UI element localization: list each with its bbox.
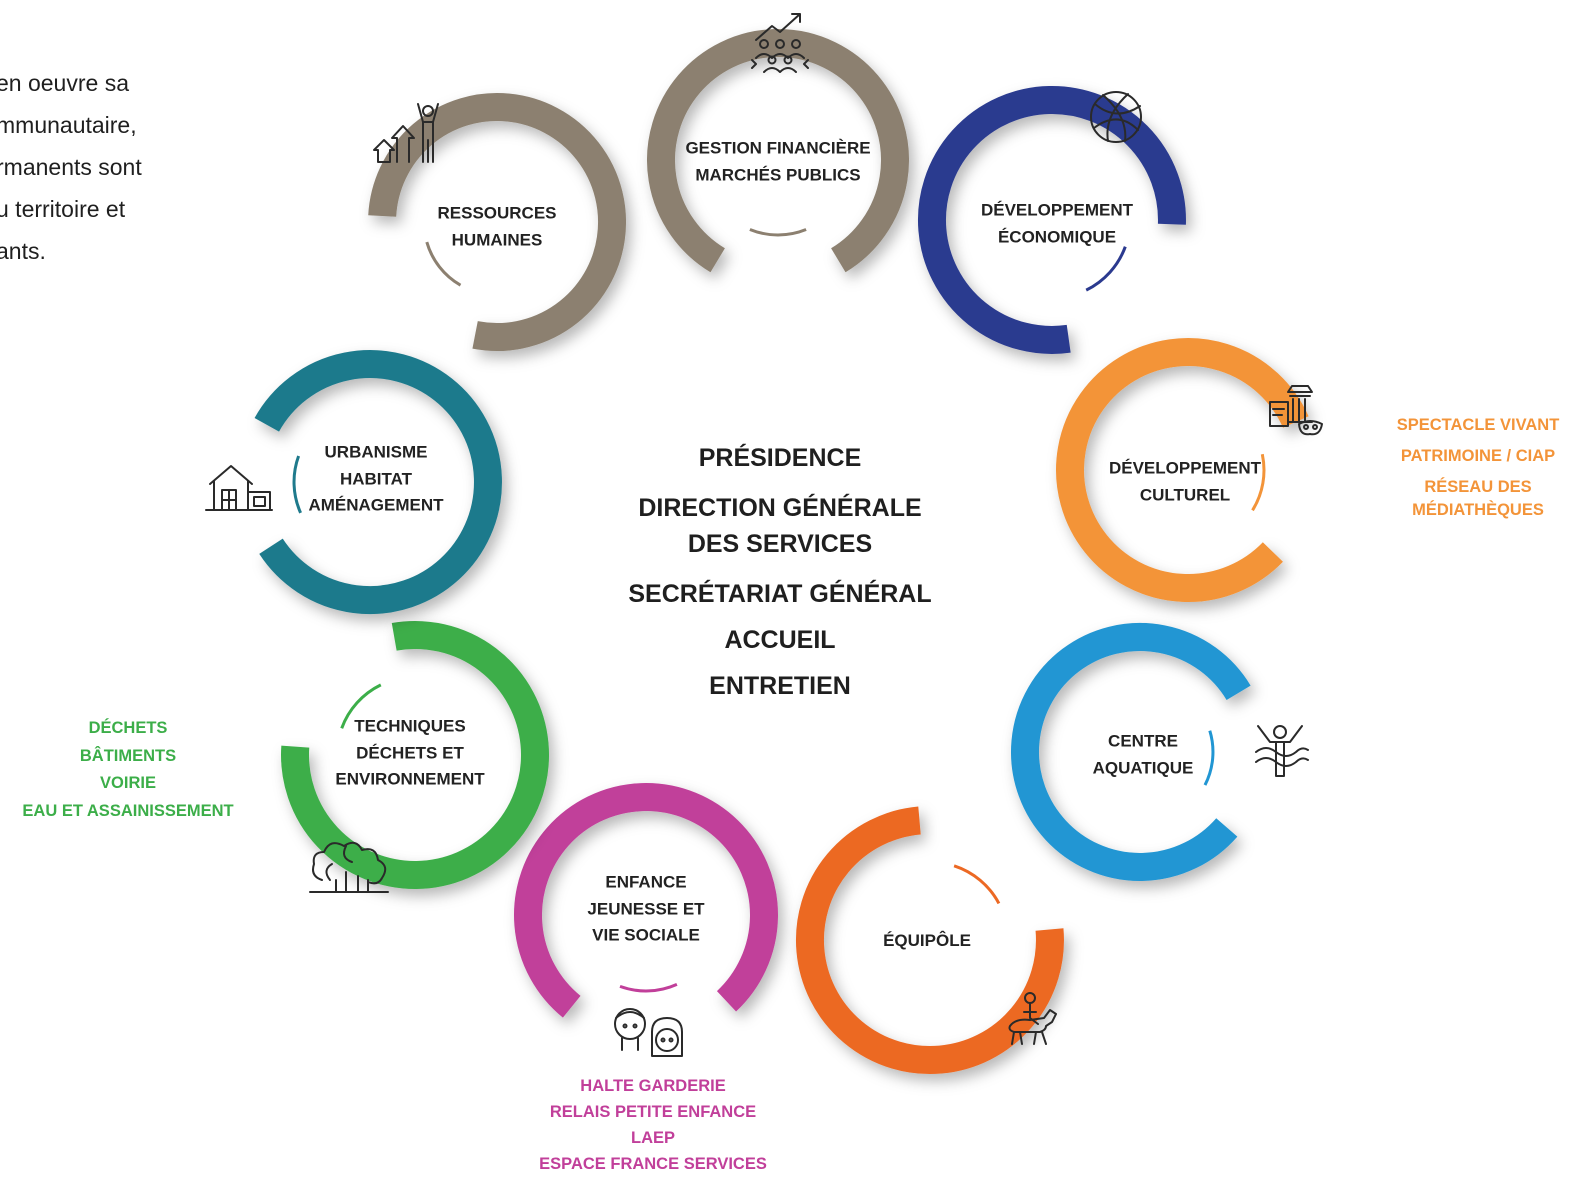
ring-accent-aqua <box>1203 730 1215 786</box>
center-line: DIRECTION GÉNÉRALE <box>638 494 922 522</box>
ring-label-aqua: CENTRE AQUATIQUE <box>1093 729 1194 782</box>
sublist-tech: DÉCHETS BÂTIMENTS VOIRIE EAU ET ASSAINIS… <box>22 715 233 825</box>
people-growth-icon <box>373 103 439 163</box>
center-line: ENTRETIEN <box>709 672 851 700</box>
ring-label-line: HUMAINES <box>451 230 543 249</box>
sublist-enfance: HALTE GARDERIE RELAIS PETITE ENFANCE LAE… <box>539 1073 767 1177</box>
trees-icon <box>309 841 389 893</box>
ring-label-line: URBANISME <box>324 442 428 462</box>
ring-accent-tech <box>340 683 382 729</box>
sublist-item: ESPACE FRANCE SERVICES <box>539 1155 767 1173</box>
sublist-item: MÉDIATHÈQUES <box>1412 501 1544 519</box>
globe-icon <box>1090 91 1142 143</box>
ring-label-line: ÉCONOMIQUE <box>997 227 1117 246</box>
ring-label-line: DÉCHETS ET <box>356 742 464 762</box>
ring-accent-finance <box>749 228 807 237</box>
ring-label-line: ENFANCE <box>605 872 687 892</box>
ring-culture <box>1056 338 1309 602</box>
ring-label-line: CULTUREL <box>1139 485 1231 504</box>
intro-line: ants. <box>0 238 46 264</box>
ring-label-equi: ÉQUIPÔLE <box>883 928 971 955</box>
house-icon <box>205 465 273 511</box>
children-icon <box>614 1008 683 1057</box>
swimmer-icon <box>1255 725 1309 777</box>
ring-rh <box>368 93 627 351</box>
ring-label-line: ÉQUIPÔLE <box>883 930 971 950</box>
ring-label-line: VIE SOCIALE <box>592 925 700 945</box>
culture-icon <box>1269 385 1323 436</box>
ring-label-line: DÉVELOPPEMENT <box>980 200 1134 220</box>
sublist-item: LAEP <box>630 1129 676 1147</box>
intro-line: u territoire et <box>0 196 126 222</box>
ring-finance <box>647 29 909 273</box>
ring-label-line: RESSOURCES <box>437 203 557 223</box>
intro-line: mmunautaire, <box>0 112 137 138</box>
ring-label-line: ENVIRONNEMENT <box>335 769 485 789</box>
ring-aqua <box>1011 623 1251 881</box>
ring-accent-equi <box>953 864 1001 905</box>
center-line: PRÉSIDENCE <box>698 444 862 472</box>
ring-accent-enfance <box>619 983 678 993</box>
ring-accent-culture <box>1251 453 1266 512</box>
center-line: ACCUEIL <box>724 626 836 654</box>
ring-label-line: HABITAT <box>339 468 413 488</box>
sublist-item: HALTE GARDERIE <box>580 1077 726 1095</box>
ring-label-rh: RESSOURCES HUMAINES <box>437 201 556 254</box>
ring-label-line: MARCHÉS PUBLICS <box>695 165 861 184</box>
ring-accent-eco <box>1085 246 1127 292</box>
ring-label-line: GESTION FINANCIÈRE <box>685 138 871 158</box>
sublist-item: BÂTIMENTS <box>79 746 177 765</box>
ring-label-line: AQUATIQUE <box>1092 758 1194 777</box>
ring-label-finance: GESTION FINANCIÈRE MARCHÉS PUBLICS <box>685 136 870 189</box>
center-line: DES SERVICES <box>687 530 873 558</box>
sublist-item: VOIRIE <box>100 774 156 792</box>
ring-label-tech: TECHNIQUES DÉCHETS ET ENVIRONNEMENT <box>335 713 484 793</box>
sublist-item: EAU ET ASSAINISSEMENT <box>22 801 234 820</box>
ring-label-enfance: ENFANCE JEUNESSE ET VIE SOCIALE <box>587 869 704 949</box>
sublist-item: RELAIS PETITE ENFANCE <box>549 1103 757 1121</box>
finance-chart-icon <box>751 13 809 73</box>
intro-text: en oeuvre sa mmunautaire, rmanents sont … <box>0 62 236 272</box>
ring-label-line: CENTRE <box>1108 731 1178 751</box>
ring-label-line: DÉVELOPPEMENT <box>1108 458 1262 478</box>
ring-accent-urba <box>292 455 302 514</box>
ring-label-urba: URBANISME HABITAT AMÉNAGEMENT <box>308 439 443 519</box>
center-block: PRÉSIDENCE DIRECTION GÉNÉRALE DES SERVIC… <box>628 440 931 704</box>
center-line: SECRÉTARIAT GÉNÉRAL <box>628 580 932 608</box>
ring-label-eco: DÉVELOPPEMENT ÉCONOMIQUE <box>981 198 1133 251</box>
sublist-culture: SPECTACLE VIVANT PATRIMOINE / CIAP RÉSEA… <box>1397 410 1560 526</box>
ring-label-line: JEUNESSE ET <box>587 898 705 918</box>
sublist-item: PATRIMOINE / CIAP <box>1400 447 1556 465</box>
ring-urba <box>254 350 502 615</box>
ring-accent-rh <box>425 241 462 287</box>
horse-rider-icon <box>1008 992 1057 1045</box>
ring-label-line: TECHNIQUES <box>354 716 466 736</box>
intro-line: en oeuvre sa <box>0 70 129 96</box>
intro-line: rmanents sont <box>0 154 142 180</box>
ring-eco <box>917 86 1186 354</box>
ring-label-line: AMÉNAGEMENT <box>308 495 444 515</box>
sublist-item: SPECTACLE VIVANT <box>1396 416 1560 434</box>
sublist-item: DÉCHETS <box>88 719 168 737</box>
ring-label-culture: DÉVELOPPEMENT CULTUREL <box>1109 456 1261 509</box>
ring-enfance <box>514 783 778 1018</box>
sublist-item: RÉSEAU DES <box>1424 478 1532 496</box>
ring-tech <box>281 621 549 889</box>
